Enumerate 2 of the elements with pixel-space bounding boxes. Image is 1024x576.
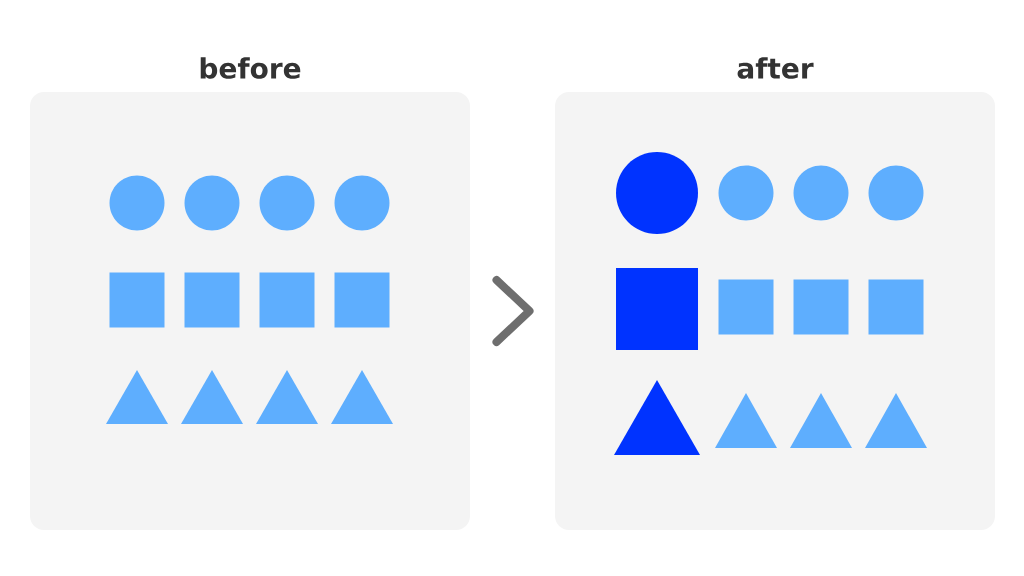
node-label: before <box>200 57 301 79</box>
node-label: after <box>737 57 814 79</box>
